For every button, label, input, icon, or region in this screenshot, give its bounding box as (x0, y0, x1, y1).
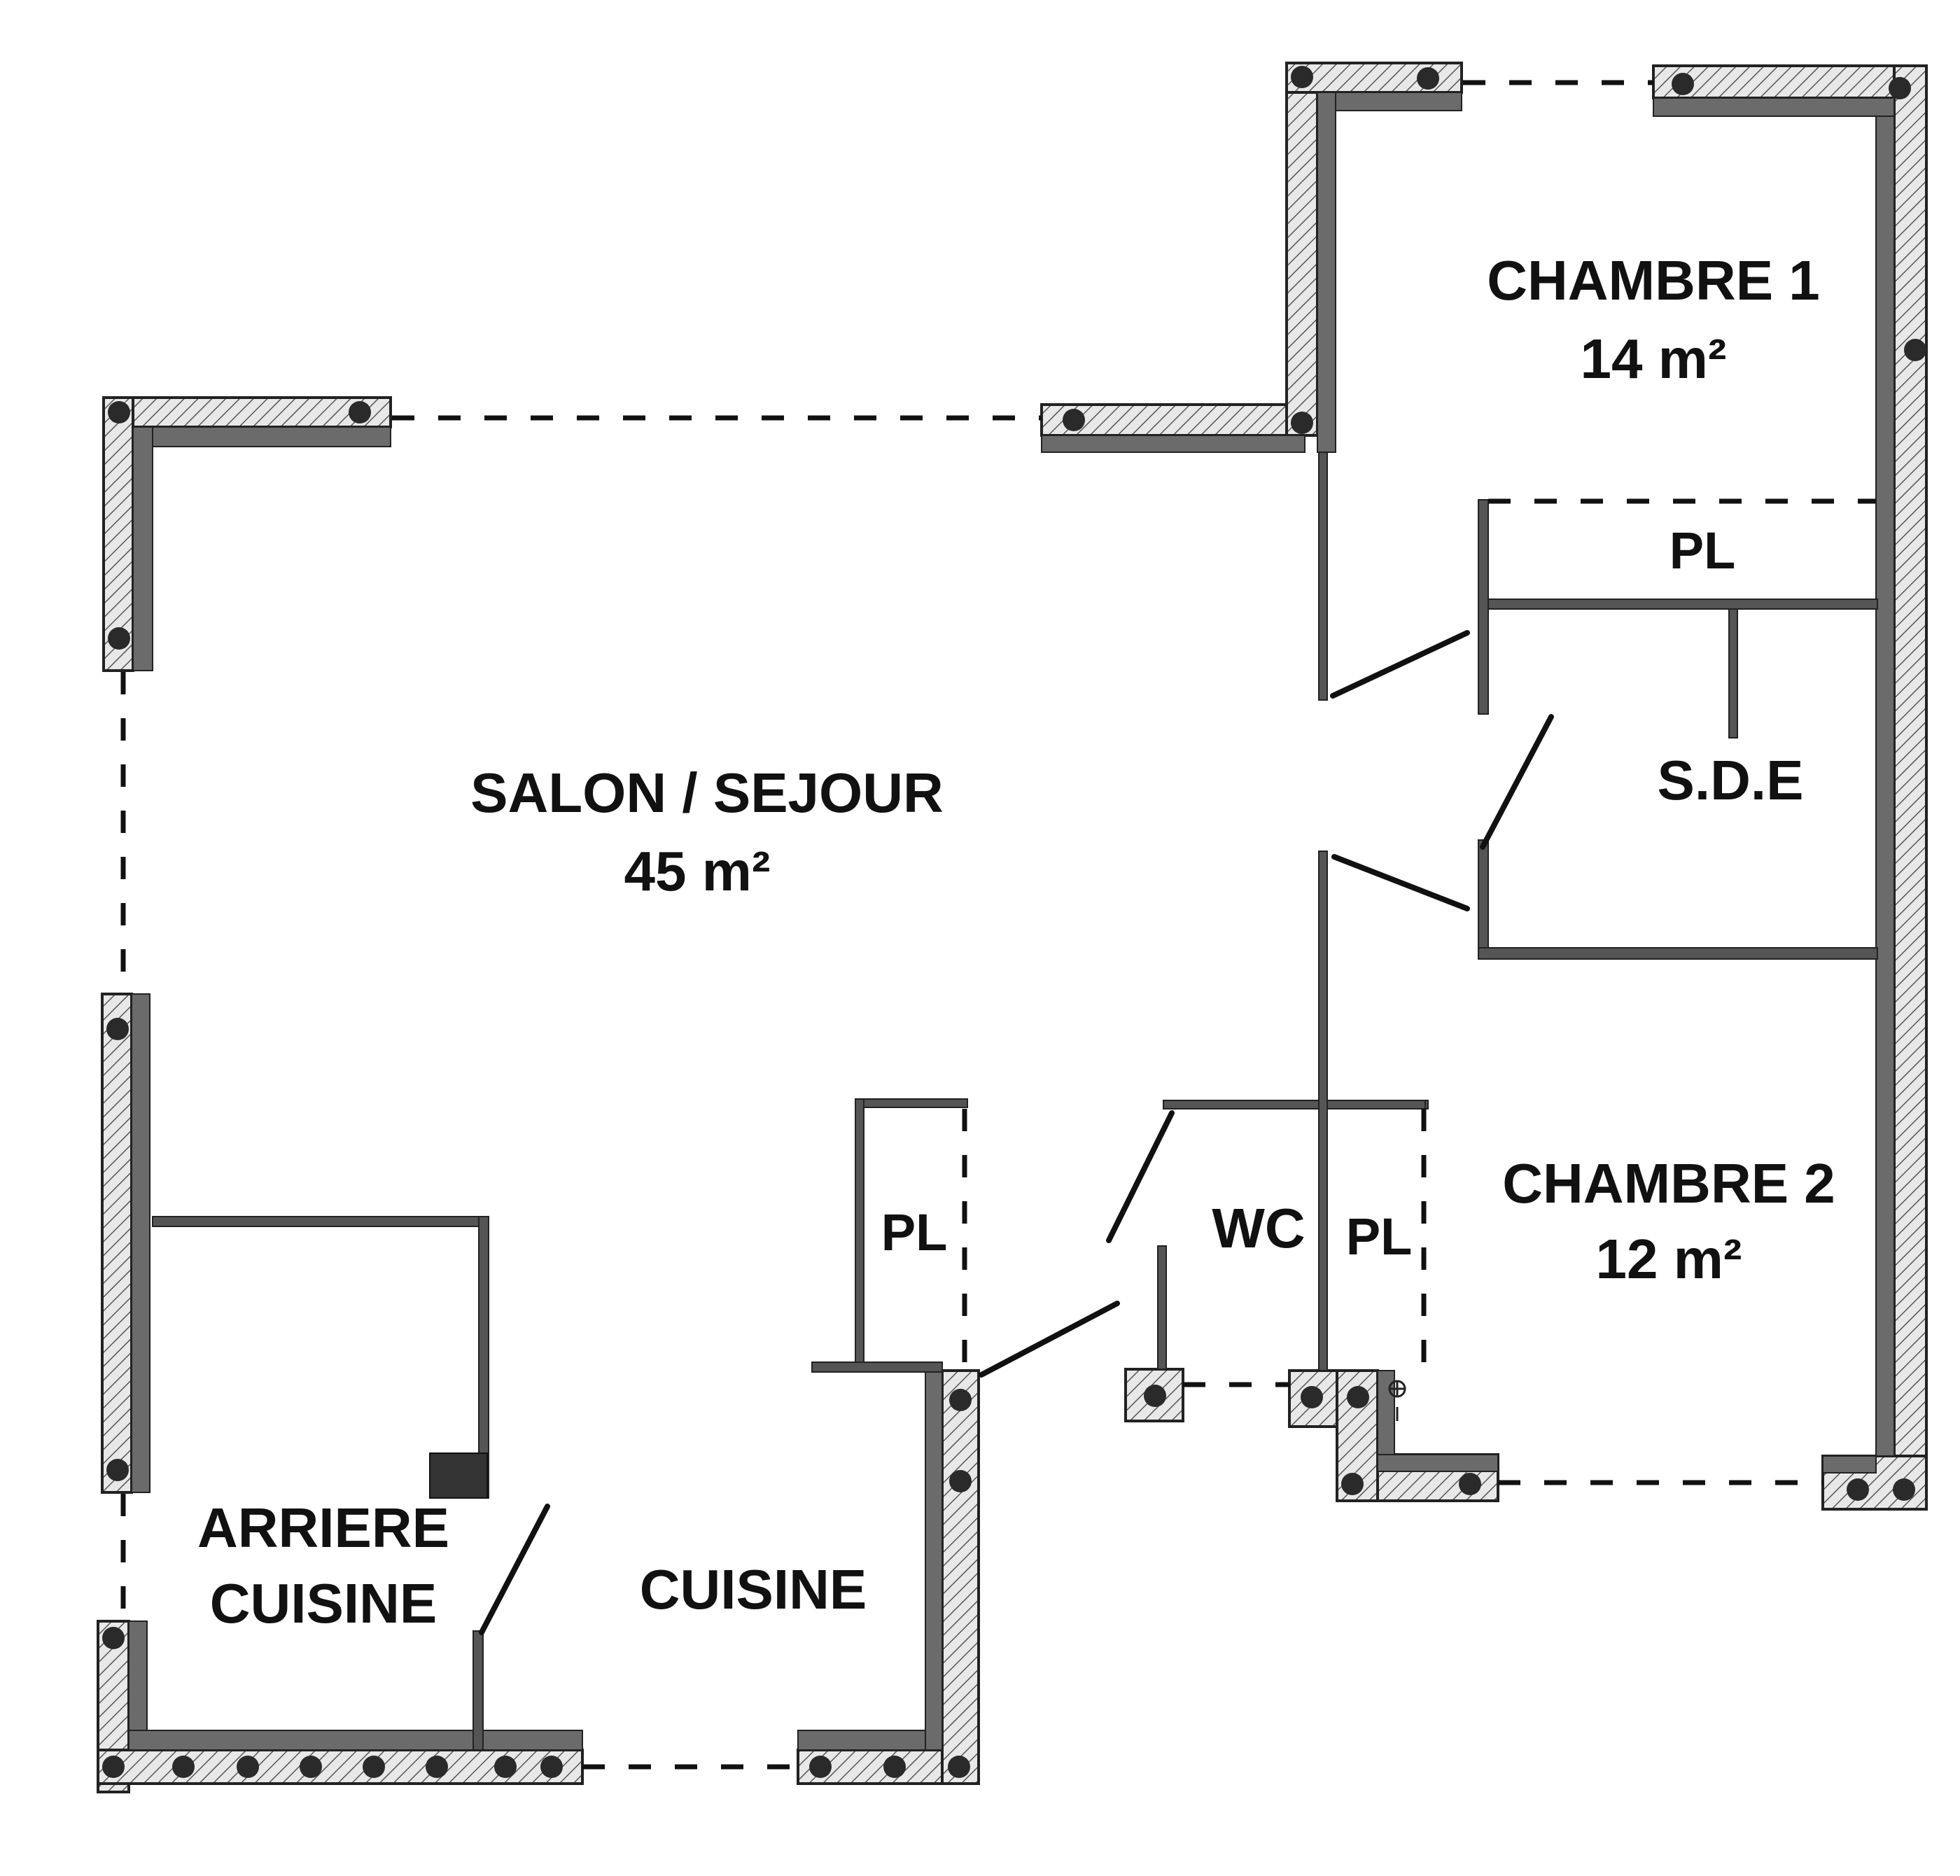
partition-hall-vertical (1318, 451, 1328, 701)
wall-top-right (1652, 64, 1928, 99)
pl-left-label: PL (881, 1203, 948, 1261)
arriere-cuisine-line2: CUISINE (210, 1572, 438, 1634)
interior-partitions (152, 451, 1878, 1751)
pl-top-label: PL (1670, 522, 1736, 580)
appliance-block (429, 1452, 488, 1499)
partition-pl-top-bottom (1488, 598, 1878, 610)
pl-mid-label: PL (1346, 1208, 1413, 1266)
wc-label: WC (1212, 1197, 1305, 1259)
partition-sde-bottom (1478, 947, 1878, 960)
wall-kitchen-vertical (941, 1369, 980, 1785)
partition-pl-mid-top (1326, 1100, 1426, 1110)
wall-left-middle (101, 993, 133, 1494)
chambre1-name: CHAMBRE 1 (1487, 249, 1820, 312)
sde-label: S.D.E (1658, 749, 1804, 811)
partition-kitchen-top (811, 1362, 943, 1373)
wall-center-vertical (1285, 62, 1319, 437)
partition-arriere-top (152, 1216, 489, 1227)
salon-area: 45 m² (624, 840, 771, 902)
column-icon (102, 66, 1926, 1778)
partition-mid-vertical (1318, 850, 1328, 1371)
partition-pl-left-side (855, 1098, 864, 1370)
chambre2-name: CHAMBRE 2 (1502, 1152, 1835, 1214)
partition-sde-left-upper (1478, 499, 1489, 715)
door-swing-icon (479, 630, 1554, 1635)
chambre2-area: 12 m² (1596, 1228, 1742, 1290)
cuisine-label: CUISINE (640, 1558, 867, 1620)
insulation (128, 92, 1895, 1751)
partition-arriere-door-post (472, 1630, 484, 1751)
wall-topleft-horizontal (102, 396, 392, 428)
wall-topleft-vertical (102, 396, 134, 672)
meter-icon (1388, 1380, 1406, 1421)
partition-sde-inner (1728, 608, 1738, 738)
partition-sde-left-lower (1478, 839, 1489, 958)
partition-pl-left-top (855, 1098, 968, 1108)
arriere-cuisine-line1: ARRIERE (197, 1497, 449, 1559)
chambre1-area: 14 m² (1581, 328, 1727, 390)
salon-name: SALON / SEJOUR (470, 762, 944, 824)
wall-right (1893, 64, 1928, 1511)
partition-wc-left (1157, 1245, 1167, 1370)
dashed-openings (120, 80, 1876, 1770)
